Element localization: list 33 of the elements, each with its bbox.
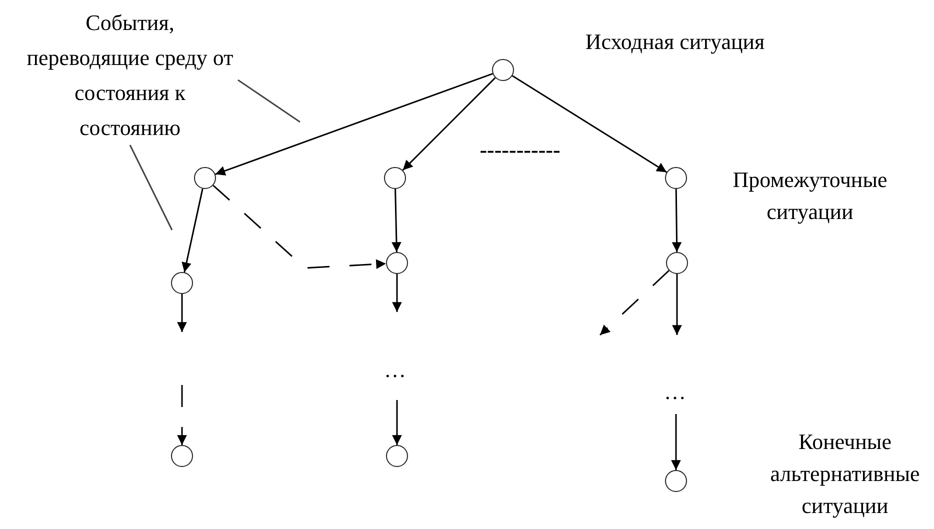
caption-text: Промежуточные ситуации: [732, 166, 888, 226]
continuation-dashes: -----------: [478, 136, 562, 164]
state-circle: [171, 272, 193, 294]
arrow: [177, 294, 187, 332]
annotation-text: События, переводящие среду от состояния к состоянию: [22, 5, 238, 145]
ellipsis: …: [383, 356, 407, 384]
state-circle: [194, 167, 216, 189]
arrow: [672, 274, 682, 335]
arrow: [182, 188, 204, 272]
arrow: [671, 414, 681, 470]
arrow: [512, 75, 668, 173]
arrow: [392, 274, 402, 312]
arrow: [212, 184, 386, 270]
leader-line: [129, 144, 173, 230]
state-circle: [492, 59, 514, 81]
ellipsis: …: [663, 378, 687, 406]
state-circle: [171, 445, 193, 467]
state-circle: [665, 167, 687, 189]
state-circle: [384, 167, 406, 189]
state-circle: [386, 252, 408, 274]
arrow: [215, 73, 493, 176]
state-circle: [386, 445, 408, 467]
arrow: [599, 270, 670, 336]
state-circle: [665, 470, 687, 492]
arrow: [672, 188, 682, 252]
caption-text: Исходная ситуация: [584, 28, 766, 56]
arrow: [392, 188, 402, 252]
arrow: [402, 77, 496, 171]
arrow: [177, 385, 187, 445]
arrow: [392, 400, 402, 445]
leader-line: [238, 79, 300, 123]
state-circle: [666, 252, 688, 274]
caption-text: Конечные альтернативные ситуации: [769, 428, 921, 520]
